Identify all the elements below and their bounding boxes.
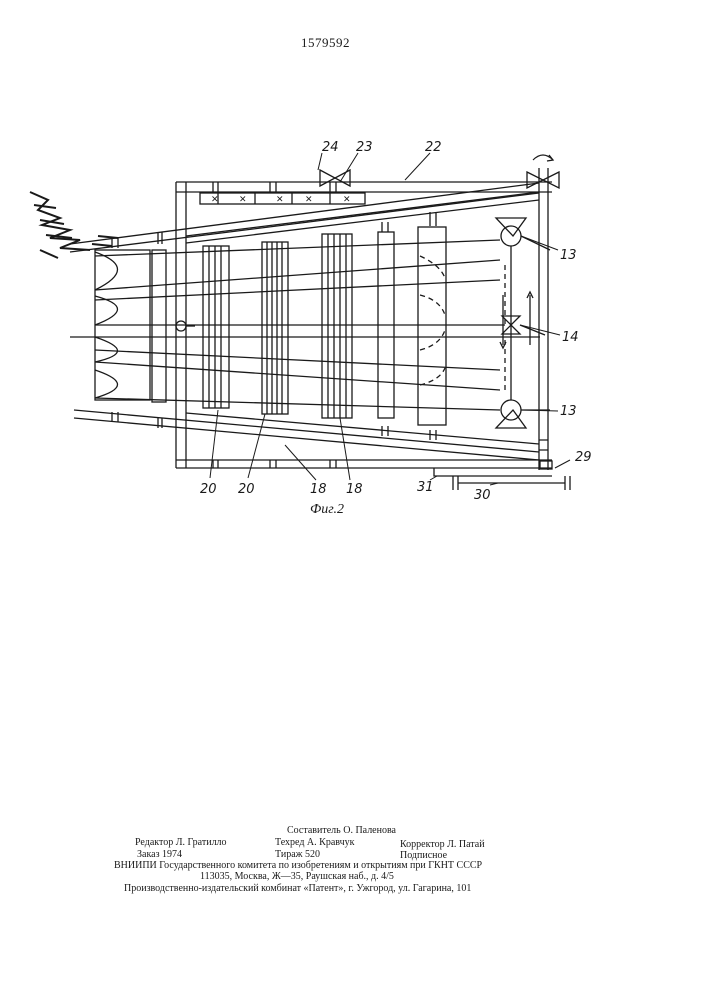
strands: [70, 240, 540, 410]
circulation: Тираж 520: [275, 849, 320, 860]
address: 113035, Москва, Ж—35, Раушская наб., д. …: [200, 871, 394, 882]
label-18-right: 18: [346, 482, 363, 497]
label-20-right: 20: [238, 482, 255, 497]
label-31: 31: [417, 480, 434, 495]
pump-assembly: [496, 218, 550, 428]
label-22: 22: [425, 140, 442, 155]
bottom-drive: [434, 461, 570, 490]
label-23: 23: [356, 140, 373, 155]
figure-caption: Фиг.2: [310, 502, 344, 518]
label-29: 29: [575, 450, 592, 465]
gear-train: ✕ ✕ ✕ ✕ ✕: [200, 193, 365, 204]
label-14: 14: [562, 330, 579, 345]
label-13-bottom: 13: [560, 404, 577, 419]
editor: Редактор Л. Гратилло: [135, 837, 227, 848]
institute: ВНИИПИ Государственного комитета по изоб…: [114, 860, 482, 871]
publisher: Производственно-издательский комбинат «П…: [124, 883, 471, 894]
label-18-left: 18: [310, 482, 327, 497]
label-20-left: 20: [200, 482, 217, 497]
right-rails: [539, 168, 548, 470]
svg-text:✕: ✕: [343, 194, 351, 204]
compiler: Составитель О. Паленова: [287, 825, 396, 836]
svg-text:✕: ✕: [276, 194, 284, 204]
label-30: 30: [474, 488, 491, 503]
label-13-top: 13: [560, 248, 577, 263]
svg-text:✕: ✕: [211, 194, 219, 204]
svg-text:✕: ✕: [239, 194, 247, 204]
order: Заказ 1974: [137, 849, 182, 860]
svg-text:✕: ✕: [305, 194, 313, 204]
top-drive: [320, 155, 559, 188]
rollers: [152, 227, 446, 425]
bottom-belt: [74, 410, 539, 460]
techred: Техред А. Кравчук: [275, 837, 355, 848]
corrector: Корректор Л. Патай: [400, 839, 485, 850]
label-24: 24: [322, 140, 339, 155]
